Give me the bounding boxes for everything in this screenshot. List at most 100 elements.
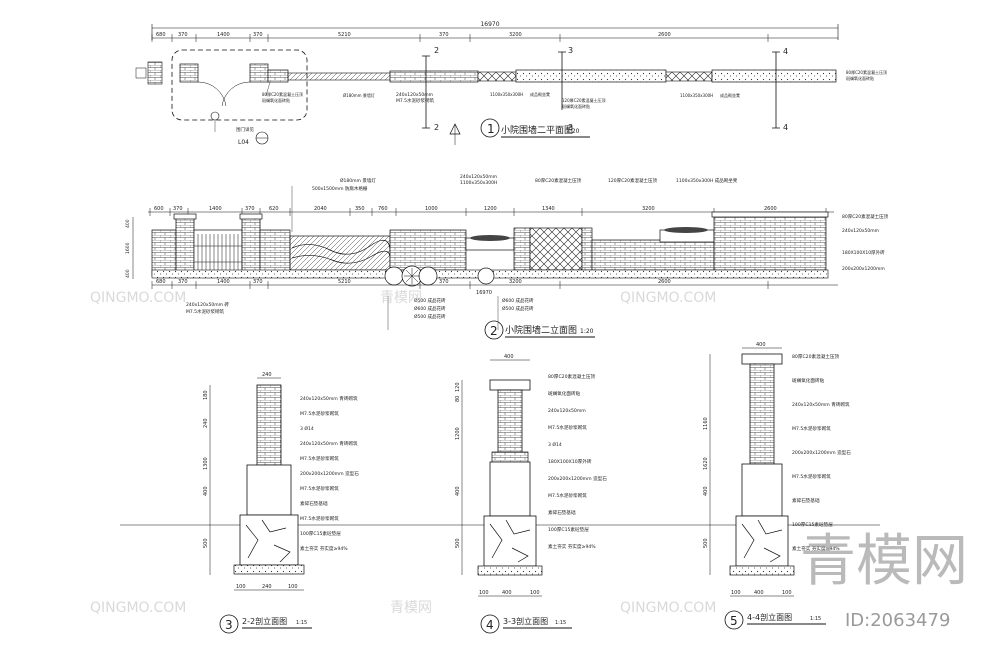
elev-total-dim: 16970 xyxy=(476,290,492,296)
section-note: 80厚C20素混凝土压顶 xyxy=(792,353,839,360)
elev-right-note: 80厚C20素混凝土压顶 xyxy=(842,213,889,220)
sec44-bottom-dim: 100 xyxy=(782,590,792,596)
elev-bottom-dim-label: 370 xyxy=(253,279,263,285)
plan-note: 斑斓氧化面砖贴 xyxy=(562,103,590,109)
elev-note: 80厚C20素混凝土压顶 xyxy=(535,177,582,184)
section-dim-label: 400 xyxy=(455,486,461,496)
plan-cut-2-bottom: 2 xyxy=(434,123,439,132)
elev-bottom-note: Ø500 成品花砖 xyxy=(414,297,446,304)
plan-dim-label: 680 xyxy=(156,32,166,38)
section-dim-label: 400 xyxy=(203,486,209,496)
section-note: 素碎石垫基础 xyxy=(548,509,576,516)
elev-top-dim-label: 1000 xyxy=(425,206,438,212)
section-note: M7.5水泥砂浆砌筑 xyxy=(300,485,339,492)
section-note: 240x120x50mm 青砖砌筑 xyxy=(792,401,850,408)
gate-ref-label: 围门详见 xyxy=(236,126,254,133)
section-note: M7.5水泥砂浆砌筑 xyxy=(300,455,339,462)
plan-dim-label: 370 xyxy=(439,32,449,38)
plan-note: 斑斓氧化面砖贴 xyxy=(262,97,290,103)
section-note: M7.5水泥砂浆砌筑 xyxy=(300,515,339,522)
watermark-text: QINGMO.COM xyxy=(620,600,716,616)
plan-dim-label: 5210 xyxy=(338,32,351,38)
elev-top-dim-label: 1400 xyxy=(209,206,222,212)
sec22-bottom-dim: 240 xyxy=(262,584,272,590)
section-note: 素土夯实 夯实度≥94% xyxy=(300,545,348,552)
elev-note: 120厚C20素混凝土压顶 xyxy=(608,177,657,184)
elev-right-note: 180X100X10厚外砖 xyxy=(842,249,885,256)
section-note: 180X100X10厚外砖 xyxy=(548,458,592,465)
plan-note: 斑斓氧化面砖贴 xyxy=(846,75,874,81)
plan-note: 240x120x50mm xyxy=(396,92,433,98)
plan-cut-2-top: 2 xyxy=(434,46,439,55)
sec44-scale: 1:15 xyxy=(810,616,821,622)
plan-dim-label: 370 xyxy=(178,32,188,38)
plan-title-number: 1 xyxy=(487,122,495,136)
elev-left-dim: 400 xyxy=(125,269,131,278)
plan-cut-3-top: 3 xyxy=(568,46,573,55)
section-dim-label: 1200 xyxy=(455,427,461,440)
plan-note: Ø180mm 景墙灯 xyxy=(343,92,375,98)
elev-right-note: 240x120x50mm xyxy=(842,228,879,234)
elev-bottom-dim-label: 2600 xyxy=(658,279,671,285)
section-note: M7.5水泥砂浆砌筑 xyxy=(300,410,339,417)
section-note: 素土夯实 夯实度≥94% xyxy=(548,543,596,550)
section-note: 3 Ø14 xyxy=(300,425,314,432)
elev-top-dim-label: 1200 xyxy=(484,206,497,212)
watermark-text: 青模网 xyxy=(380,290,422,306)
section-dim-label: 1620 xyxy=(703,457,709,470)
elev-top-dim-label: 370 xyxy=(173,206,183,212)
section-note: M7.5水泥砂浆砌筑 xyxy=(548,424,587,431)
section-dim-label: 240 xyxy=(203,418,209,428)
sec22-scale: 1:15 xyxy=(296,620,307,626)
sec33-bottom-dim: 400 xyxy=(502,590,512,596)
elev-right-note: 200x200x1200mm xyxy=(842,266,885,272)
section-note: 100厚C15素砼垫层 xyxy=(792,521,833,528)
elev-note: 240x120x50mm xyxy=(460,174,497,180)
plan-dim-label: 1400 xyxy=(217,32,230,38)
plan-note: 成品砌坐凳 xyxy=(530,91,550,97)
plan-note: 80厚C20素混凝土压顶 xyxy=(262,91,303,97)
plan-total-dim: 16970 xyxy=(480,21,499,28)
sec44-title: 4-4剖立面图 xyxy=(747,612,792,622)
elev-top-dim-label: 2040 xyxy=(314,206,327,212)
plan-note: 1100x350x300H xyxy=(490,92,523,97)
sec44-bottom-dim: 400 xyxy=(754,590,764,596)
watermark-logo: 青模网 xyxy=(800,529,968,594)
section-note: 240x120x50mm 青砖砌筑 xyxy=(300,440,358,447)
section-note: 素土夯实 夯实度≥94% xyxy=(792,545,840,552)
watermark-layer: QINGMO.COM 青模网 QINGMO.COM QINGMO.COM 青模网… xyxy=(90,290,968,631)
sec33-title: 3-3剖立面图 xyxy=(503,616,548,626)
section-note: M7.5水泥砂浆砌筑 xyxy=(548,492,587,499)
elev-bottom-note: Ø500 成品花砖 xyxy=(502,305,534,312)
section-note: 240x120x50mm 青砖砌筑 xyxy=(300,395,358,402)
section-note: 素碎石垫基础 xyxy=(300,500,328,507)
gate-ref-sheet: L04 xyxy=(238,139,249,146)
elev-note: 1100x350x300H 成品砌坐凳 xyxy=(676,177,738,184)
elev-note: Ø180mm 景墙灯 xyxy=(340,177,376,184)
section-note: 80厚C20素混凝土压顶 xyxy=(548,373,595,380)
elev-bottom-dim-label: 370 xyxy=(178,279,188,285)
section-note: 240x120x50mm xyxy=(548,408,586,414)
elev-top-dim-label: 2600 xyxy=(764,206,777,212)
elev-bottom-note: Ø600 成品花砖 xyxy=(414,305,446,312)
section-dim-label: 500 xyxy=(703,538,709,548)
section-dim-label: 80 xyxy=(455,396,461,402)
section-note: 素碎石垫基础 xyxy=(792,497,820,504)
elev-top-dim-label: 370 xyxy=(245,206,255,212)
sec22-notes: 240x120x50mm 青砖砌筑 M7.5水泥砂浆砌筑 3 Ø14 240x120x… xyxy=(300,395,359,552)
section-dim-label: 120 xyxy=(455,382,461,392)
elev-scale: 1:20 xyxy=(580,328,594,335)
elev-left-note: M7.5水泥砂浆砌筑 xyxy=(186,308,225,315)
elev-top-dim-label: 3200 xyxy=(642,206,655,212)
elev-bottom-dim-label: 370 xyxy=(439,279,449,285)
elev-bottom-note: Ø500 成品花砖 xyxy=(414,313,446,320)
elev-top-dim-label: 350 xyxy=(355,206,365,212)
